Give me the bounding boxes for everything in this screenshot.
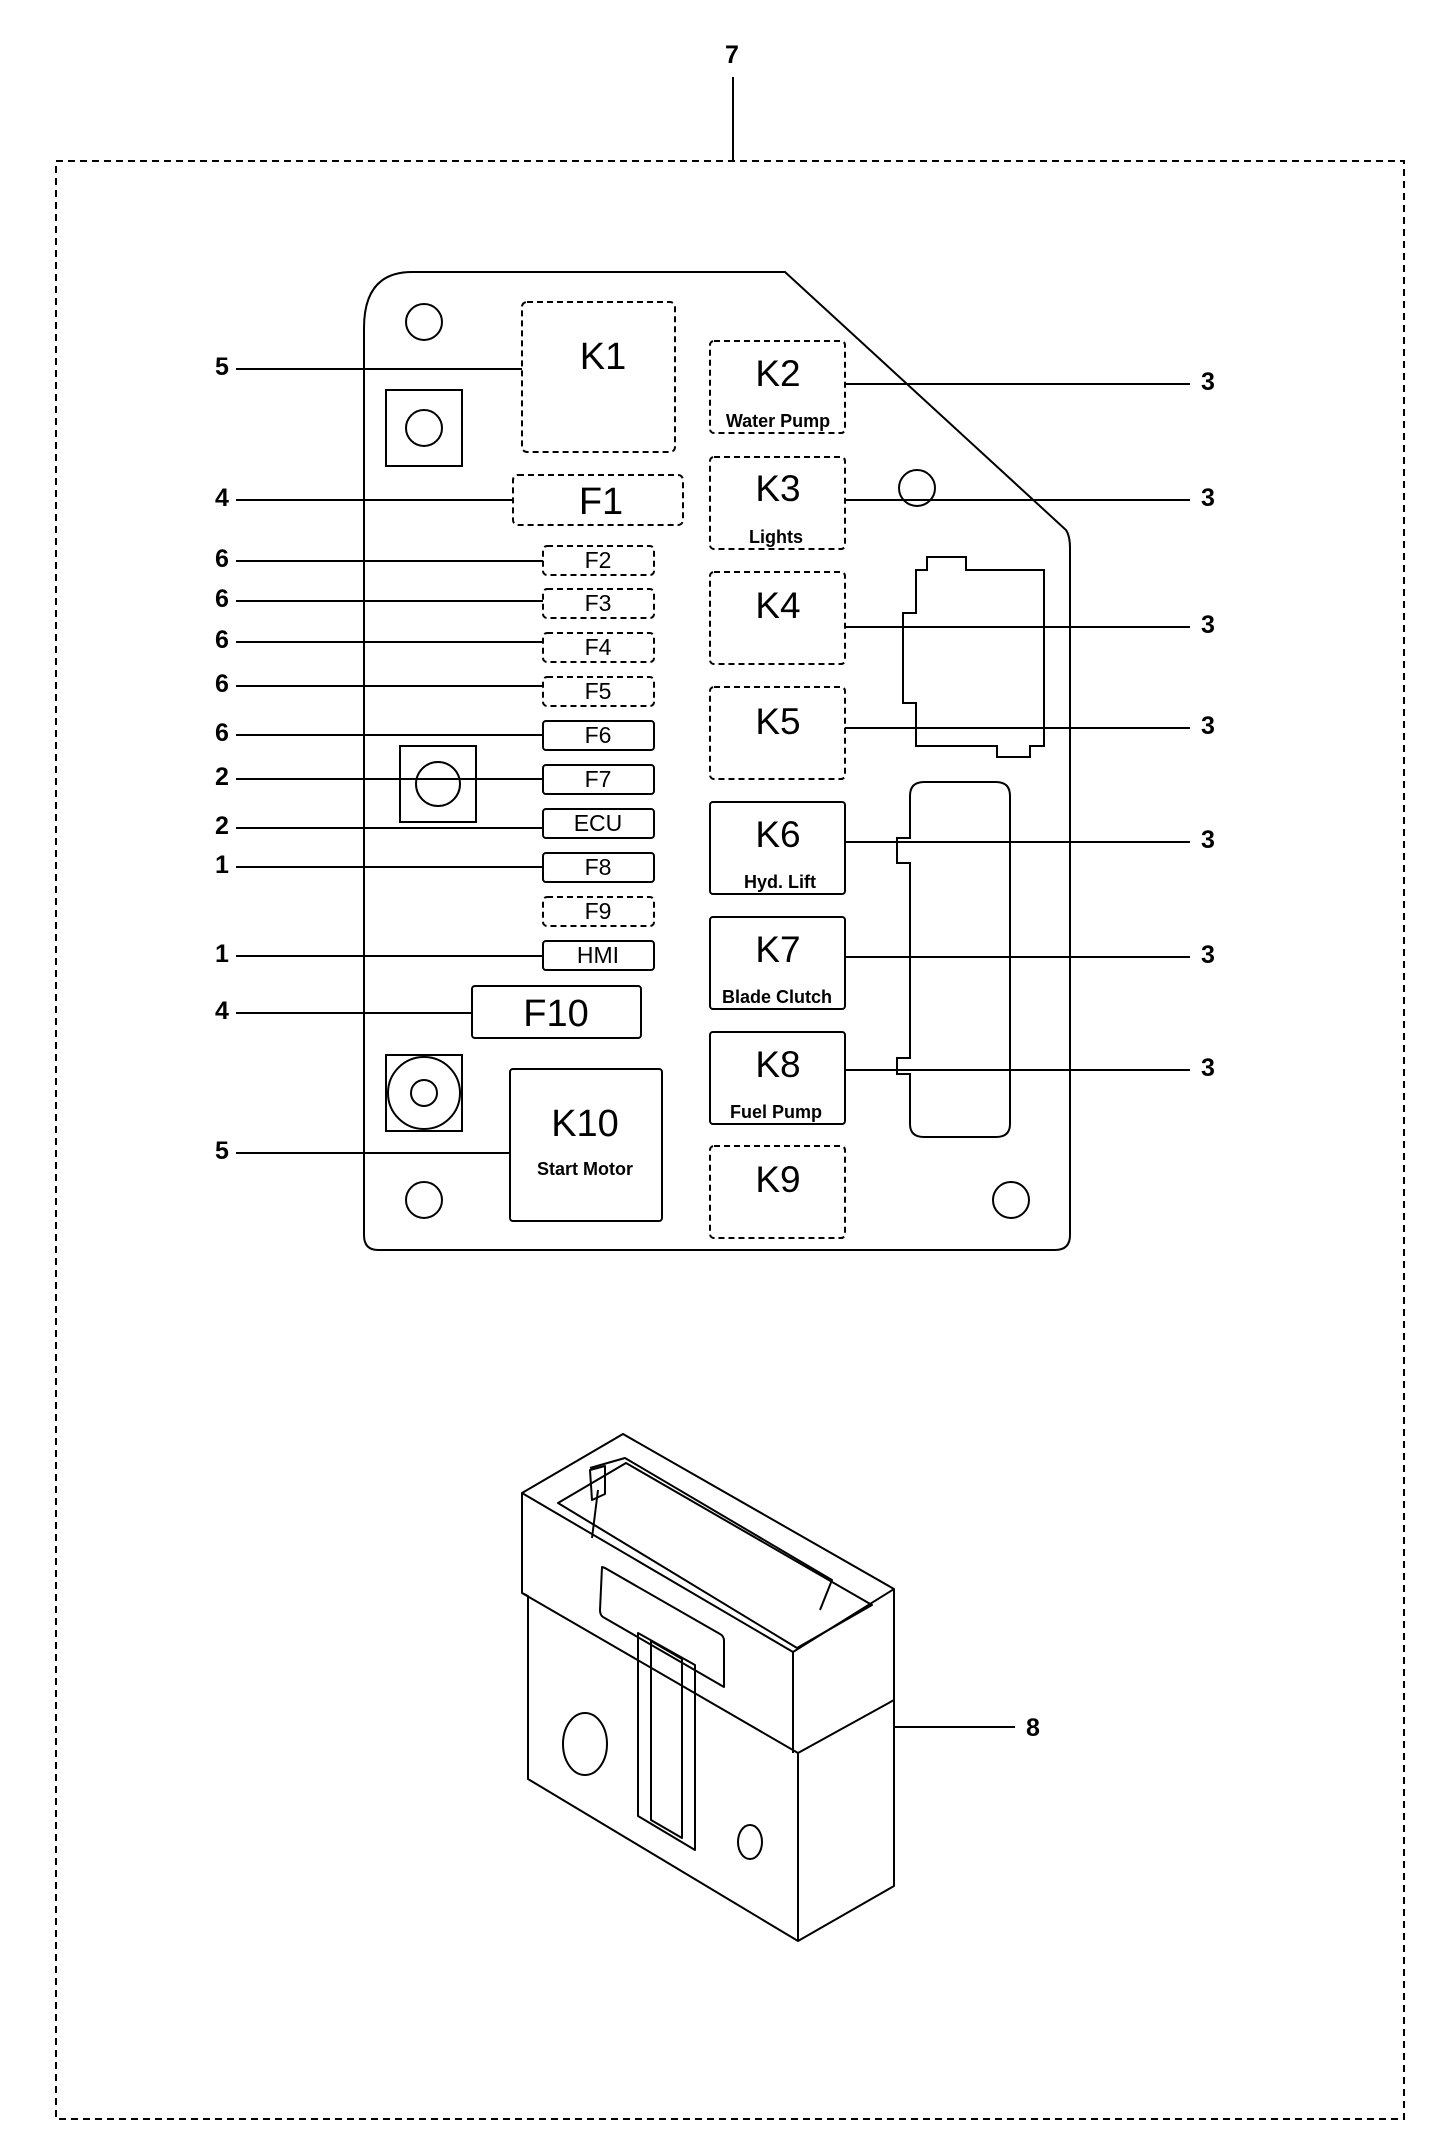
relay-k2 bbox=[709, 340, 846, 434]
callout-k5: 3 bbox=[1201, 712, 1215, 740]
relay-k1 bbox=[521, 301, 676, 453]
relay-k3-desc: Lights bbox=[749, 527, 803, 547]
fuse-board bbox=[363, 271, 1071, 1251]
housing-large-hole bbox=[562, 1712, 608, 1776]
callout-k6: 3 bbox=[1201, 826, 1215, 854]
fuse-f10-label: F10 bbox=[523, 993, 588, 1035]
relay-k7-desc: Blade Clutch bbox=[722, 987, 832, 1007]
housing-step-right bbox=[797, 1699, 895, 1754]
boss-middle bbox=[399, 745, 477, 823]
callout-assembly: 7 bbox=[725, 41, 739, 69]
fuse-f9-label: F9 bbox=[585, 898, 612, 924]
callout-f5: 6 bbox=[215, 670, 229, 698]
callout-f3: 6 bbox=[215, 585, 229, 613]
mount-hole-bottom-right bbox=[992, 1181, 1030, 1219]
mount-hole-mid-right bbox=[898, 469, 936, 507]
fuse-f8-label: F8 bbox=[585, 854, 612, 880]
relay-k10-desc: Start Motor bbox=[537, 1159, 633, 1179]
callout-k1: 5 bbox=[215, 353, 229, 381]
callout-f10: 4 bbox=[215, 997, 229, 1025]
relay-k4-label: K4 bbox=[755, 585, 800, 626]
relay-k10-label: K10 bbox=[551, 1103, 619, 1145]
callout-k7: 3 bbox=[1201, 941, 1215, 969]
housing-small-hole bbox=[737, 1824, 763, 1860]
mount-hole-bottom-left bbox=[405, 1181, 443, 1219]
callout-f1: 4 bbox=[215, 484, 229, 512]
relay-k7-label: K7 bbox=[755, 929, 800, 970]
boss-bottom-hole bbox=[410, 1079, 438, 1107]
housing-slot bbox=[637, 1632, 696, 1851]
callout-f4: 6 bbox=[215, 626, 229, 654]
housing-cavity-rim bbox=[557, 1462, 873, 1649]
relay-k6-label: K6 bbox=[755, 814, 800, 855]
relay-k6-desc: Hyd. Lift bbox=[744, 872, 816, 892]
boss-top bbox=[385, 389, 463, 467]
relay-k9 bbox=[709, 1145, 846, 1239]
relay-k8-desc: Fuel Pump bbox=[730, 1102, 822, 1122]
boss-top-hole bbox=[405, 409, 443, 447]
callout-f2: 6 bbox=[215, 545, 229, 573]
fuse-f3 bbox=[542, 588, 655, 619]
callout-hmi: 1 bbox=[215, 940, 229, 968]
connector-socket-upper bbox=[902, 556, 1045, 758]
fuse-f1-label: F1 bbox=[579, 481, 623, 523]
boss-middle-hole bbox=[415, 761, 461, 807]
fuse-f5-label: F5 bbox=[585, 678, 612, 704]
fuse-f3-label: F3 bbox=[585, 590, 612, 616]
callout-k10: 5 bbox=[215, 1137, 229, 1165]
connector-socket-lower bbox=[896, 781, 1011, 1138]
housing-latch-rail bbox=[591, 1489, 599, 1539]
connector-housing bbox=[521, 1433, 895, 1942]
fuse-f7-label: F7 bbox=[585, 766, 612, 792]
callout-k8: 3 bbox=[1201, 1054, 1215, 1082]
relay-k2-desc: Water Pump bbox=[726, 411, 830, 431]
fuse-f4 bbox=[542, 632, 655, 663]
relay-k6 bbox=[709, 801, 846, 895]
relay-k3 bbox=[709, 456, 846, 550]
relay-k5 bbox=[709, 686, 846, 780]
relay-k9-label: K9 bbox=[755, 1159, 800, 1200]
mount-hole-top-left bbox=[405, 303, 443, 341]
relay-k4 bbox=[709, 571, 846, 665]
callout-k2: 3 bbox=[1201, 368, 1215, 396]
callout-f7: 2 bbox=[215, 763, 229, 791]
fuse-ecu-label: ECU bbox=[574, 810, 623, 836]
fuse-hmi-label: HMI bbox=[577, 942, 619, 968]
relay-k10 bbox=[509, 1068, 663, 1222]
relay-k2-label: K2 bbox=[755, 353, 800, 394]
callout-connector: 8 bbox=[1026, 1714, 1040, 1742]
housing-label-recess bbox=[599, 1566, 725, 1688]
relay-k7 bbox=[709, 916, 846, 1010]
housing-cavity-inner bbox=[589, 1457, 833, 1611]
relay-k1-label: K1 bbox=[580, 336, 626, 378]
fuse-f4-label: F4 bbox=[585, 634, 612, 660]
relay-k8 bbox=[709, 1031, 846, 1125]
fuse-f2-label: F2 bbox=[585, 547, 612, 573]
relay-k5-label: K5 bbox=[755, 701, 800, 742]
fuse-f9 bbox=[542, 896, 655, 927]
fuse-ecu bbox=[542, 808, 655, 839]
boss-bottom-ring bbox=[387, 1056, 461, 1130]
housing-slot-inner bbox=[650, 1640, 683, 1839]
fuse-f6-label: F6 bbox=[585, 722, 612, 748]
callout-ecu: 2 bbox=[215, 812, 229, 840]
relay-k8-label: K8 bbox=[755, 1044, 800, 1085]
housing-latch bbox=[589, 1465, 606, 1501]
callout-f6: 6 bbox=[215, 719, 229, 747]
callout-f8: 1 bbox=[215, 851, 229, 879]
boss-bottom bbox=[385, 1054, 463, 1132]
callout-k3: 3 bbox=[1201, 484, 1215, 512]
assembly-frame bbox=[55, 160, 1405, 2120]
fuse-f5 bbox=[542, 676, 655, 707]
callout-k4: 3 bbox=[1201, 611, 1215, 639]
relay-k3-label: K3 bbox=[755, 468, 800, 509]
